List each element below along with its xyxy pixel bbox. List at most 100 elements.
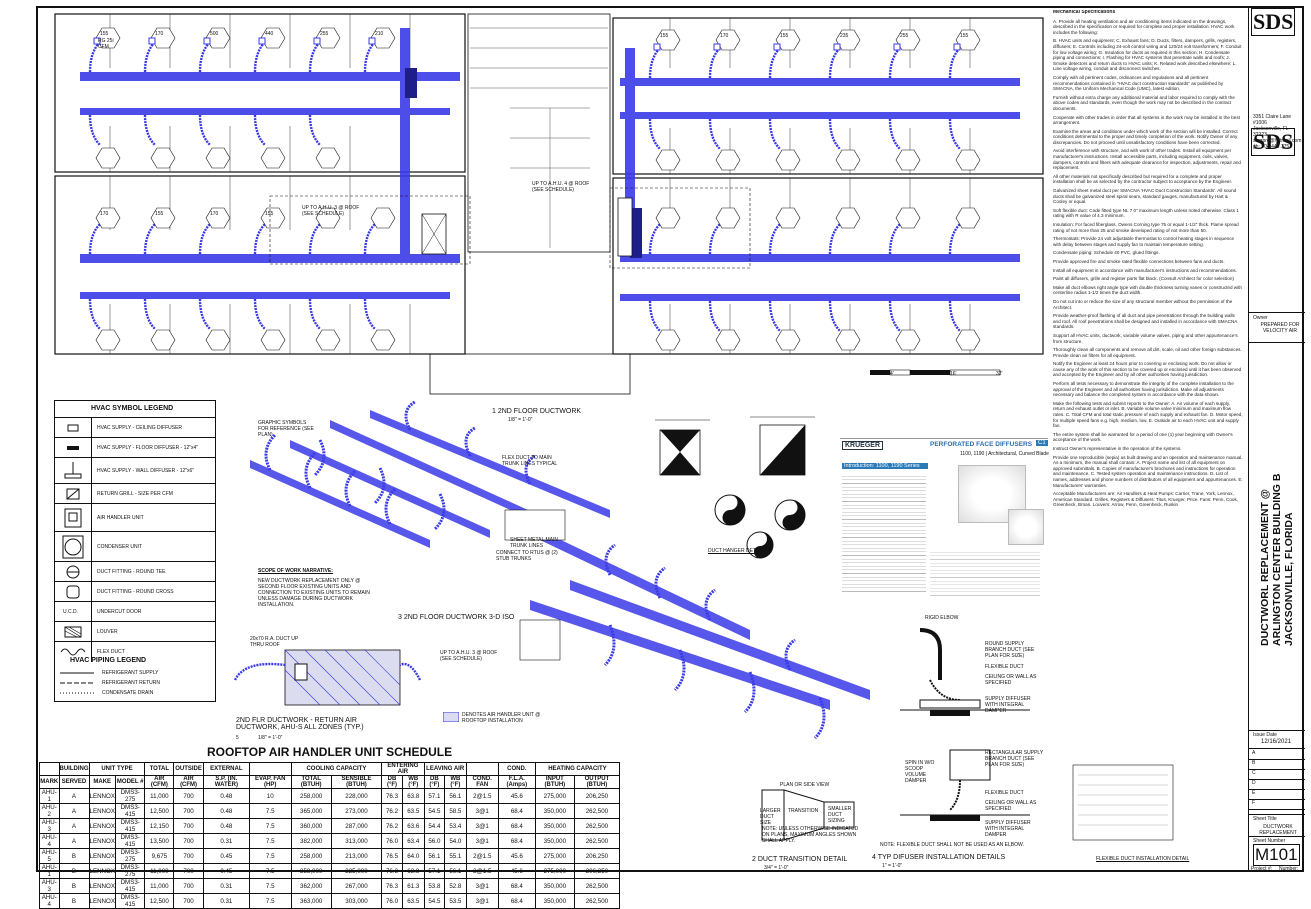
schedule-cell: 11,000 xyxy=(144,788,175,804)
plan-tag-cfm: 170 xyxy=(100,211,109,217)
return-air-plan xyxy=(233,649,422,706)
plan-tag-rg: RG 25i xyxy=(98,38,114,44)
plan1-title: 1 2ND FLOOR DUCTWORK xyxy=(492,408,582,415)
schedule-cell: LENNOX xyxy=(88,893,116,909)
plan-tag-cfm: 170 xyxy=(720,33,729,39)
note-up-to-ahu3: UP TO A.H.U. 3 @ ROOF (SEE SCHEDULE) xyxy=(302,205,360,217)
spec-paragraph: Do not cut into or reduce the size of an… xyxy=(1053,298,1233,310)
legend-row: FLEX DUCT xyxy=(55,641,215,662)
spec-paragraph: Condensate piping: Schedule 40 PVC, glue… xyxy=(1053,250,1160,256)
schedule-cell: AHU-1 xyxy=(39,863,60,879)
legend-row: LOUVER xyxy=(55,621,215,642)
legend-row: DUCT FITTING - ROUND CROSS xyxy=(55,581,215,602)
schedule-cell: 0.48 xyxy=(202,788,250,804)
schedule-cell: A xyxy=(58,803,90,819)
schedule-cell: A xyxy=(58,788,90,804)
rect-supply-label: RECTANGULAR SUPPLY BRANCH DUCT (SEE PLAN… xyxy=(985,750,1044,768)
duct-transition-detail xyxy=(761,789,855,841)
piping-supply: REFRIGERANT SUPPLY xyxy=(102,670,159,676)
spec-paragraph: Provide weather-proof flashing of all du… xyxy=(1053,313,1238,330)
schedule-cell: 63.5 xyxy=(401,803,425,819)
schedule-cell: 262,500 xyxy=(573,833,621,849)
schedule-cell: B xyxy=(58,878,90,894)
ceiling-wall-label: CEILING OR WALL AS SPECIFIED xyxy=(985,674,1037,686)
spec-paragraph: Instruct Owner's representative in the o… xyxy=(1053,446,1182,451)
schedule-cell: 63.8 xyxy=(401,788,425,804)
plan-tag-cfm: 155 xyxy=(100,31,109,37)
smaller-duct-label: SMALLER DUCT SIZING xyxy=(828,806,852,824)
schedule-cell: DMS3-415 xyxy=(114,803,146,819)
issue-date: 12/16/2021 xyxy=(1261,739,1292,745)
schedule-cell: 54.5 xyxy=(423,893,446,909)
schedule-cell: 303,000 xyxy=(330,893,383,909)
spec-paragraph: Soft flexible duct: Code fitted type NL … xyxy=(1053,207,1239,219)
plan-tag-cfm-unit: CFM xyxy=(98,44,109,50)
spec-paragraph: Perform all tests necessary to demonstra… xyxy=(1053,381,1234,398)
schedule-cell: 68.4 xyxy=(497,893,536,909)
detail4-scale: 1" = 1'-0" xyxy=(882,863,903,869)
detail4-title: 4 TYP DIFUSER INSTALLATION DETAILS xyxy=(872,854,1006,861)
schedule-cell: A xyxy=(58,833,90,849)
schedule-cell: 53.4 xyxy=(444,818,467,834)
plan5-scale: 1/8" = 1'-0" xyxy=(258,735,283,741)
schedule-cell: 363,000 xyxy=(290,893,332,909)
scale-bar-16: 16' xyxy=(950,371,957,377)
schedule-cell: AHU-5 xyxy=(39,848,60,864)
note-up-to-ahu4: UP TO A.H.U. 4 @ ROOF (SEE SCHEDULE) xyxy=(532,181,590,193)
schedule-cell: 228,000 xyxy=(330,788,383,804)
schedule-cell: 700 xyxy=(173,893,204,909)
schedule-cell: 2@1.5 xyxy=(465,788,499,804)
schedule-header-cell: MAKE xyxy=(88,775,116,789)
schedule-cell: 3@1 xyxy=(465,803,499,819)
spec-paragraph: Thoroughly clean all components and remo… xyxy=(1053,347,1242,358)
schedule-cell: LENNOX xyxy=(88,818,116,834)
schedule-cell: 3@1 xyxy=(465,878,499,894)
detail2-title: 2 DUCT TRANSITION DETAIL xyxy=(752,856,848,863)
flexible-duct-label: FLEXIBLE DUCT xyxy=(985,664,1024,670)
scope-text: NEW DUCTWORK REPLACEMENT ONLY @ SECOND F… xyxy=(258,578,370,608)
schedule-cell: 287,000 xyxy=(330,818,383,834)
schedule-cell: 3@1 xyxy=(465,893,499,909)
schedule-cell: 12,500 xyxy=(144,893,175,909)
schedule-cell: 7.5 xyxy=(248,803,292,819)
schedule-cell: 2@1.5 xyxy=(465,863,499,879)
schedule-title: ROOFTOP AIR HANDLER UNIT SCHEDULE xyxy=(207,745,453,759)
scope-title: SCOPE OF WORK NARRATIVE: xyxy=(258,568,333,574)
krueger-models: 1100, 1190 | Architectural, Curved Blade xyxy=(960,451,1049,457)
schedule-cell: 262,500 xyxy=(573,818,621,834)
spec-paragraph: Comply with all pertinent codes, ordinan… xyxy=(1053,74,1224,92)
schedule-cell: AHU-1 xyxy=(39,788,60,804)
schedule-cell: AHU-3 xyxy=(39,878,60,894)
schedule-cell: 76.2 xyxy=(381,818,403,834)
spec-paragraph: Galvanized sheet metal duct per SMACNA '… xyxy=(1053,188,1237,205)
schedule-header-cell: TOTAL (BTUH) xyxy=(290,775,332,789)
supply-diffuser-label: SUPPLY DIFFUSER WITH INTEGRAL DAMPER xyxy=(985,696,1031,714)
schedule-cell: LENNOX xyxy=(88,878,116,894)
schedule-cell: 275,000 xyxy=(534,848,575,864)
schedule-cell: 206,250 xyxy=(573,848,621,864)
legend-row: U.C.D.UNDERCUT DOOR xyxy=(55,601,215,622)
scale-bar-8: 8' xyxy=(910,371,914,377)
schedule-cell: 10 xyxy=(248,788,292,804)
schedule-cell: 55.1 xyxy=(444,848,467,864)
scale-bar-32: 32' xyxy=(996,371,1003,377)
schedule-cell: AHU-4 xyxy=(39,833,60,849)
krueger-logo: KRUEGER xyxy=(842,441,884,450)
schedule-cell: 258,000 xyxy=(290,848,332,864)
note-sheet-metal: SHEET METAL MAIN TRUNK LINES xyxy=(510,537,558,549)
schedule-cell: 0.31 xyxy=(202,893,250,909)
schedule-cell: 57.1 xyxy=(423,788,446,804)
schedule-cell: 225,000 xyxy=(330,863,383,879)
schedule-header-cell: SENSIBLE (BTUH) xyxy=(330,775,383,789)
duct-hanger-detail xyxy=(655,416,815,559)
hanger-detail-title: DUCT HANGER DETAIL xyxy=(708,548,764,554)
spec-paragraph: Provide approved fire and smoke rated fl… xyxy=(1053,258,1225,264)
schedule-cell: LENNOX xyxy=(88,848,116,864)
